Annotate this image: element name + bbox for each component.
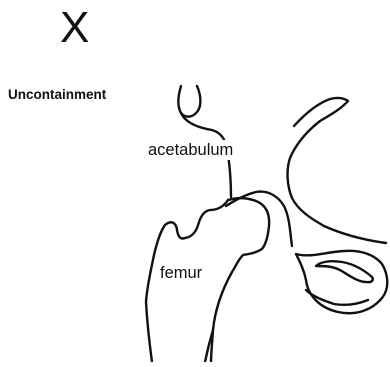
- panel-letter: X: [60, 6, 89, 50]
- uncontainment-label: Uncontainment: [8, 87, 106, 103]
- ischium-lower-outline: [306, 290, 368, 305]
- femoral-head-outline: [211, 198, 269, 362]
- ilium-outline: [288, 98, 386, 243]
- femur-label: femur: [159, 263, 203, 283]
- acetabular-rim-outline: [226, 192, 292, 246]
- obturator-inner-outline: [316, 261, 373, 282]
- acetabulum-label: acetabulum: [147, 140, 234, 160]
